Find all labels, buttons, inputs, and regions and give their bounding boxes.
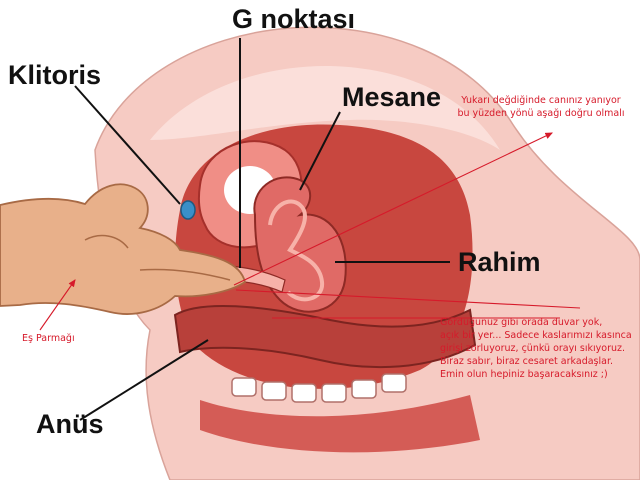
sacrum: [231, 373, 407, 403]
label-partner-finger: Eş Parmağı: [22, 333, 75, 344]
annotation-bottom-line: girişi zorluyoruz, çünkü orayı sıkıyoruz…: [440, 343, 626, 355]
annotation-bottom-line: Gördüğünüz gibi orada duvar yok,: [440, 317, 603, 328]
label-bladder: Mesane: [342, 82, 442, 112]
annotation-bottom: Gördüğünüz gibi orada duvar yok, açık bi…: [440, 316, 638, 382]
annotation-top-line: Yukarı değdiğinde canınız yanıyor: [461, 95, 621, 106]
annotation-bottom-line: açık bir yer... Sadece kaslarımızı kasın…: [440, 330, 632, 342]
annotation-top-line: bu yüzden yönü aşağı doğru olmalı: [457, 108, 625, 120]
hand-finger-line: [139, 268, 231, 281]
annotation-top: Yukarı değdiğinde canınız yanıyor bu yüz…: [446, 94, 636, 120]
hand-knuckle-line: [84, 234, 129, 249]
rectum: [173, 304, 477, 369]
label-clitoris: Klitoris: [8, 60, 102, 90]
red-annotation-lines: [39, 132, 581, 331]
body-surface: [150, 65, 500, 150]
leader-lines: [74, 38, 450, 421]
label-anus: Anüs: [36, 409, 104, 439]
partner-hand: [0, 183, 247, 315]
label-uterus: Rahim: [458, 247, 541, 277]
label-g-spot: G noktası: [232, 4, 356, 34]
annotation-bottom-line: Biraz sabır, biraz cesaret arkadaşlar.: [440, 356, 614, 368]
clitoris-shape: [180, 200, 196, 220]
annotation-bottom-line: Emin olun hepiniz başaracaksınız ;): [440, 369, 608, 381]
back-muscle: [200, 395, 480, 453]
